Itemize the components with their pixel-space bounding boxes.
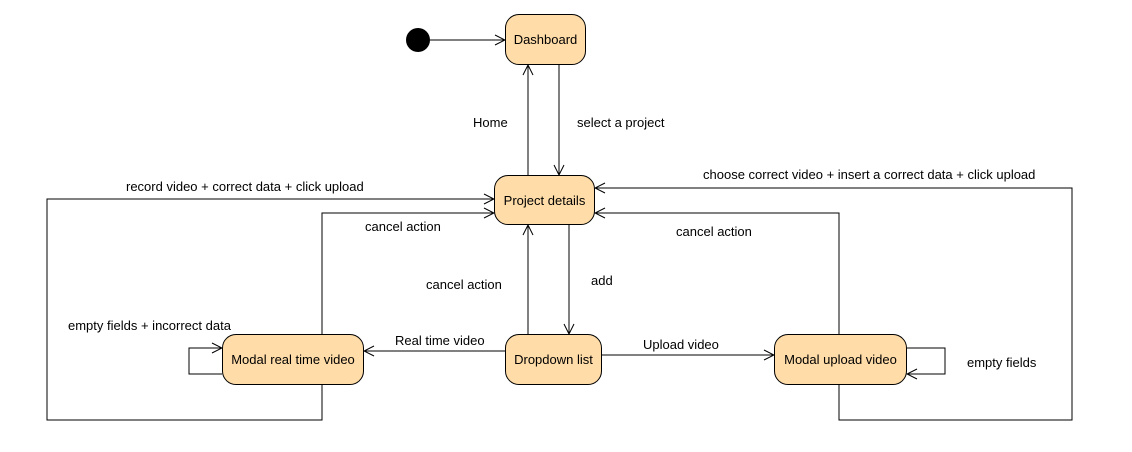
label-real-time-video: Real time video: [395, 333, 485, 348]
state-dashboard: Dashboard: [505, 14, 586, 65]
label-empty-fields-incorrect-data: empty fields + incorrect data: [68, 318, 231, 333]
edge-self-loop-left: [188, 348, 222, 375]
label-cancel-action-right: cancel action: [676, 224, 752, 239]
label-cancel-action-left: cancel action: [365, 219, 441, 234]
label-home: Home: [473, 115, 508, 130]
state-modal-real-time-video: Modal real time video: [222, 334, 364, 385]
label-empty-fields: empty fields: [967, 355, 1037, 370]
label-cancel-action-center: cancel action: [426, 277, 502, 292]
edge-cancel-right: [595, 213, 840, 334]
initial-state-dot: [406, 28, 430, 52]
state-modal-upload-video: Modal upload video: [774, 334, 907, 385]
label-record-video: record video + correct data + click uplo…: [126, 179, 364, 194]
label-choose-video: choose correct video + insert a correct …: [703, 167, 1036, 182]
edge-record-video: [46, 199, 494, 421]
edge-choose-video: [595, 188, 1073, 421]
label-select-project: select a project: [577, 115, 665, 130]
label-add: add: [591, 273, 613, 288]
state-dropdown-list: Dropdown list: [505, 334, 602, 385]
edge-cancel-left: [321, 213, 494, 334]
label-upload-video: Upload video: [643, 337, 719, 352]
state-project-details: Project details: [494, 175, 595, 225]
edge-self-loop-right: [907, 347, 946, 374]
